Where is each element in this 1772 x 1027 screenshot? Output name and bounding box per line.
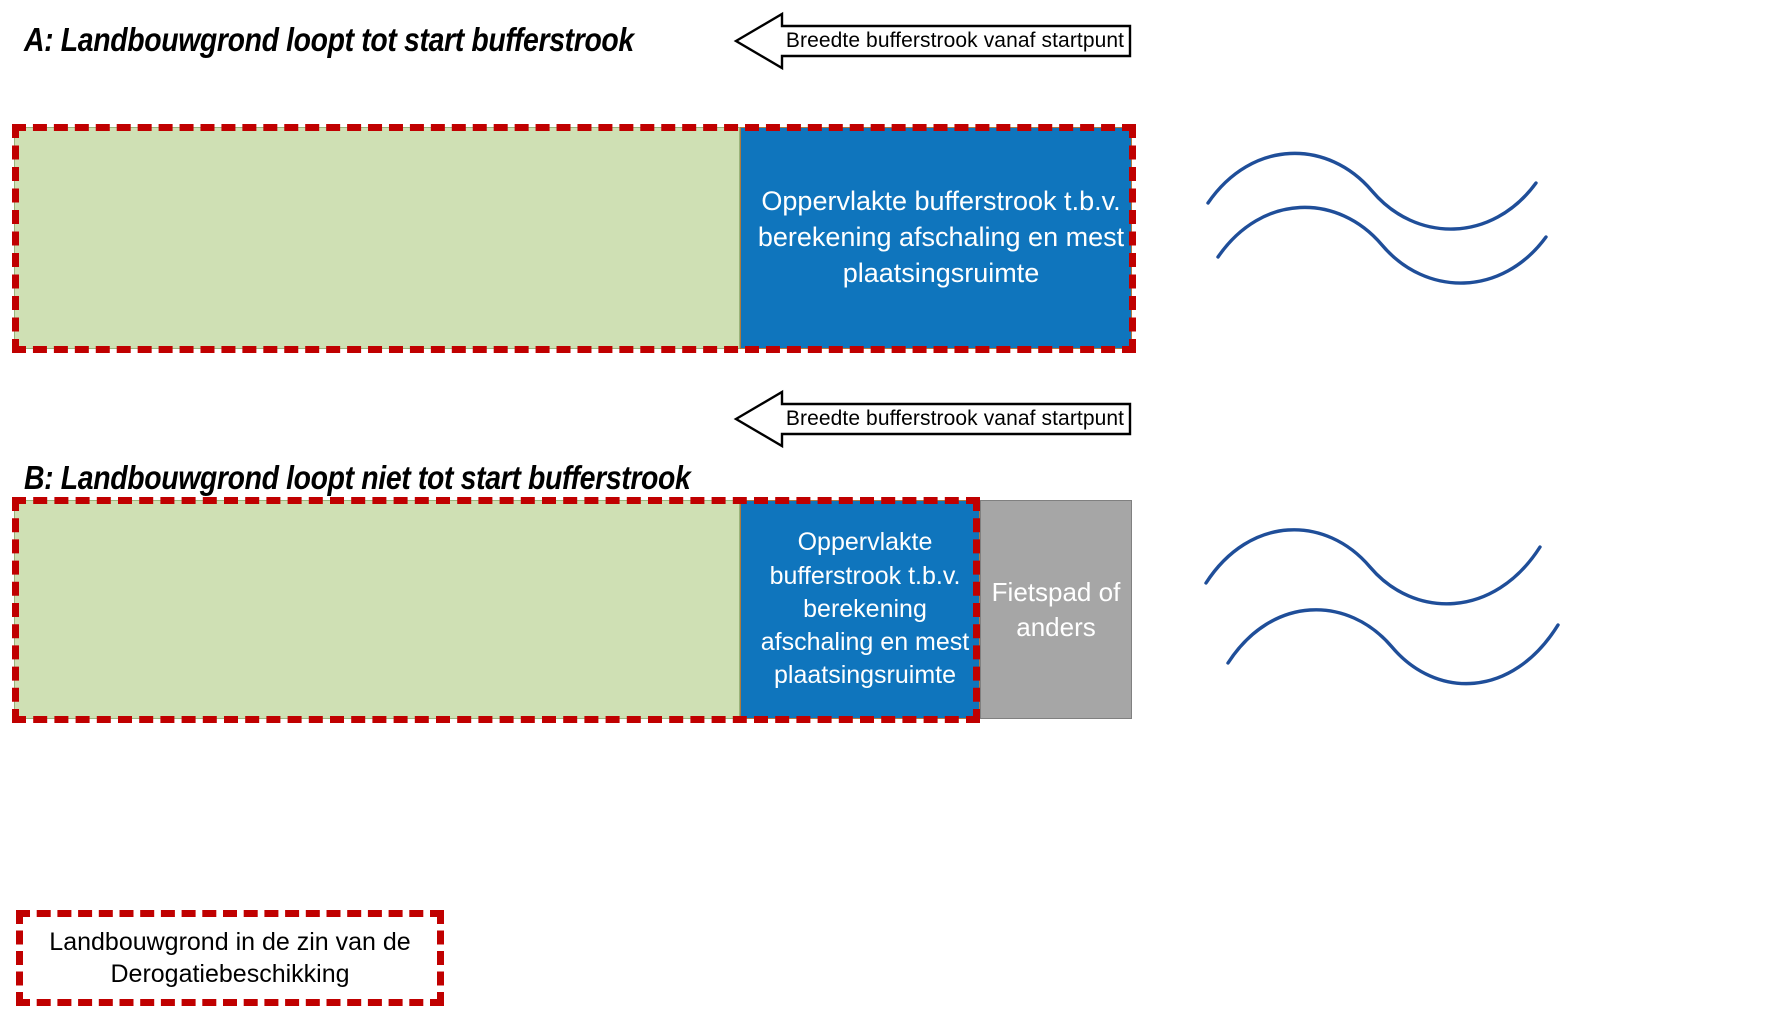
section-a-callout-label: Breedte bufferstrook vanaf startpunt (785, 29, 1125, 52)
left-arrow-callout-icon (733, 389, 1132, 449)
section-b-buffer-strip-label: Oppervlakte bufferstrook t.b.v. berekeni… (760, 528, 970, 690)
section-b-strip: Oppervlakte bufferstrook t.b.v. berekeni… (14, 500, 1132, 719)
section-b-width-callout: Breedte bufferstrook vanaf startpunt (733, 389, 1132, 449)
section-b-title: B: Landbouwgrond loopt niet tot start bu… (24, 459, 691, 496)
section-a-water-waves (1200, 135, 1600, 285)
legend-derogation-label: Landbouwgrond in de zin van de Derogatie… (49, 928, 411, 988)
section-a-buffer-strip-label: Oppervlakte bufferstrook t.b.v. berekeni… (757, 186, 1125, 288)
legend-derogation-key: Landbouwgrond in de zin van de Derogatie… (16, 910, 444, 1006)
section-a-width-callout: Breedte bufferstrook vanaf startpunt (733, 11, 1132, 71)
section-b-path-or-other-label: Fietspad of anders (991, 576, 1121, 642)
section-a-strip: Oppervlakte bufferstrook t.b.v. berekeni… (14, 127, 1132, 349)
section-b-water-waves (1200, 505, 1600, 686)
water-waves-icon (1204, 528, 1560, 686)
water-waves-icon (1206, 151, 1548, 285)
left-arrow-callout-icon (733, 11, 1132, 71)
section-b-callout-label: Breedte bufferstrook vanaf startpunt (785, 407, 1125, 430)
section-b-buffer-strip-band: Oppervlakte bufferstrook t.b.v. berekeni… (740, 500, 980, 719)
section-a-buffer-strip-band: Oppervlakte bufferstrook t.b.v. berekeni… (740, 127, 1132, 349)
section-a-agricultural-land-band (14, 127, 740, 349)
section-a-title: A: Landbouwgrond loopt tot start buffers… (24, 21, 634, 58)
section-b-agricultural-land-band (14, 500, 740, 719)
section-b-path-or-other-band: Fietspad of anders (980, 500, 1132, 719)
